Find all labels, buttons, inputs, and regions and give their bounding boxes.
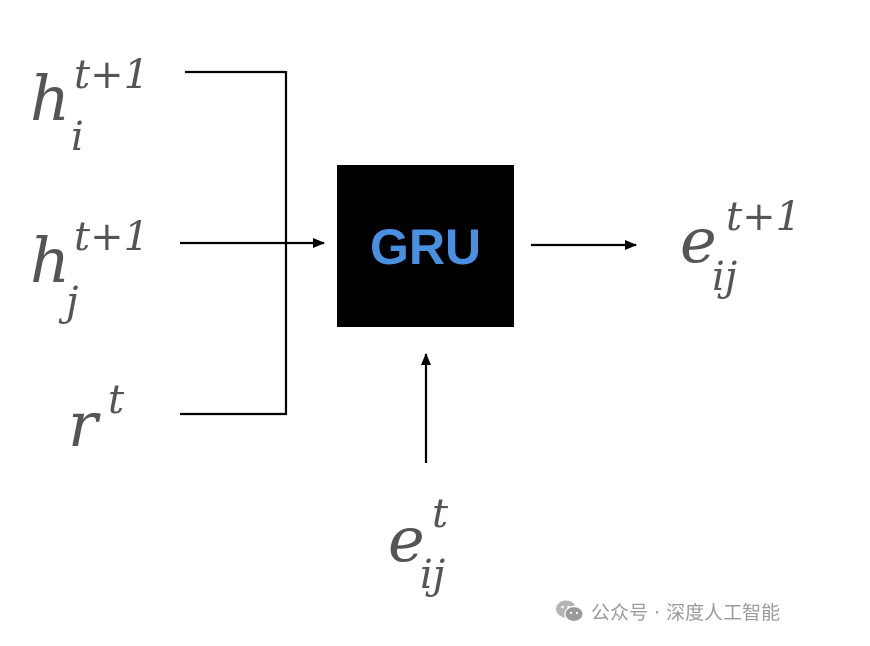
input-r: r t [68,377,125,461]
r-sup: t [108,377,125,423]
output-e-ij: e t+1 ij [680,194,801,300]
gru-label: GRU [370,219,481,275]
e-out-sub: ij [712,254,737,300]
e-in-sup: t [432,491,449,537]
r-base: r [68,388,101,461]
h-j-base: h [30,224,70,297]
watermark: 公众号 · 深度人工智能 [555,597,780,625]
h-i-sup: t+1 [74,52,149,98]
input-connectors [180,70,325,416]
input-h-j: h t+1 j [30,214,149,325]
e-out-base: e [680,204,717,277]
h-j-sup: t+1 [74,214,149,260]
wechat-icon [556,600,584,623]
h-i-base: h [30,62,70,135]
e-in-sub: ij [420,552,445,598]
input-h-i: h t+1 i [30,52,149,160]
gru-box [337,165,514,327]
recurrent-input-e-ij: e t ij [388,491,449,598]
h-i-sub: i [71,114,84,160]
e-out-sup: t+1 [726,194,801,240]
e-in-base: e [388,503,425,576]
watermark-text: 公众号 · 深度人工智能 [591,601,781,624]
gru-block: GRU [337,165,514,327]
